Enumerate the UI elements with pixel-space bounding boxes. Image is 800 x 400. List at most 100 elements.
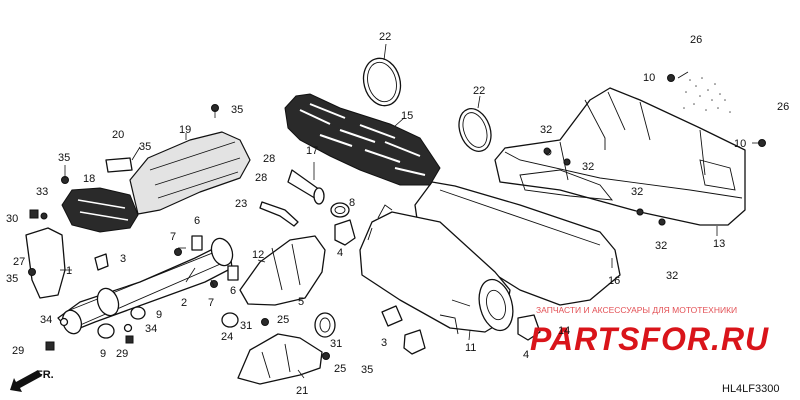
callout: 35 — [139, 141, 151, 153]
callout: 27 — [13, 256, 25, 268]
watermark-brand: PARTSFOR.RU — [530, 321, 769, 357]
part-20-stay — [105, 157, 133, 173]
callout: 24 — [221, 331, 233, 343]
part-6-spring-a — [191, 235, 203, 251]
callout: 6 — [230, 285, 236, 297]
part-8-gasket — [330, 202, 350, 218]
part-1-bracket — [25, 227, 66, 299]
callout: 14 — [558, 325, 570, 337]
part-21-lower-guard — [237, 333, 323, 385]
callout: 32 — [666, 270, 678, 282]
part-4-mount-a — [334, 219, 356, 246]
callout: 16 — [608, 275, 620, 287]
front-direction-arrow: FR. — [10, 369, 54, 392]
callout: 34 — [145, 323, 157, 335]
callout: 3 — [381, 337, 387, 349]
callout: 35 — [231, 104, 243, 116]
callout: 10 — [643, 72, 655, 84]
watermark-tagline: ЗАПЧАСТИ И АКСЕССУАРЫ ДЛЯ МОТОТЕХНИКИ — [536, 305, 737, 315]
part-7-bolt-a — [174, 248, 182, 256]
part-9-gasket-b — [97, 323, 115, 339]
part-3-rubber-b — [381, 305, 403, 327]
part-31-bolt-a — [261, 318, 269, 326]
callout: 5 — [298, 296, 304, 308]
part-4-mount-c — [517, 314, 541, 341]
callout: 33 — [36, 186, 48, 198]
callout: 31 — [240, 320, 252, 332]
front-arrow-label: FR. — [36, 369, 54, 381]
callout: 35 — [361, 364, 373, 376]
part-19-front-heatshield — [129, 131, 251, 215]
callout: 30 — [6, 213, 18, 225]
part-22-clamp-a — [362, 57, 402, 107]
callout: 35 — [6, 273, 18, 285]
part-9-gasket-a — [130, 306, 146, 320]
part-23-sensor — [259, 201, 299, 227]
part-10-bolt-a — [667, 74, 675, 82]
callout: 32 — [631, 186, 643, 198]
callout: 8 — [349, 197, 355, 209]
callout: 7 — [208, 297, 214, 309]
part-30-nut — [29, 209, 39, 219]
callout: 15 — [401, 110, 413, 122]
part-32-d — [658, 218, 666, 226]
small-parts — [28, 57, 766, 360]
part-4-mount-b — [403, 329, 426, 355]
callout: 25 — [277, 314, 289, 326]
callout: 10 — [734, 138, 746, 150]
stipple-shading — [683, 77, 731, 113]
part-6-spring-b — [227, 265, 239, 281]
part-5-gasket — [314, 312, 336, 338]
part-2-exhaust-pipe — [57, 237, 234, 335]
part-18-front-guard — [61, 187, 139, 233]
diagram-code: HL4LF3300 — [722, 383, 780, 395]
part-22-clamp-b — [458, 108, 492, 152]
callout: 32 — [655, 240, 667, 252]
callout: 28 — [263, 153, 275, 165]
part-32-b — [563, 158, 571, 166]
callout: 6 — [194, 215, 200, 227]
callout: 26 — [777, 101, 789, 113]
callout-numbers: 1 2 3 3 4 4 5 6 6 7 7 8 9 9 10 10 11 12 … — [6, 31, 789, 397]
callout: 3 — [120, 253, 126, 265]
callout: 29 — [116, 348, 128, 360]
part-33-washer — [40, 212, 48, 220]
callout: 22 — [473, 85, 485, 97]
callout: 9 — [100, 348, 106, 360]
part-32-a — [543, 147, 551, 155]
callout: 20 — [112, 129, 124, 141]
part-29-nut-a — [45, 341, 55, 351]
callout: 9 — [156, 309, 162, 321]
part-12-mid-guard — [239, 235, 326, 306]
part-13-rear-guard — [494, 87, 746, 226]
callout: 35 — [58, 152, 70, 164]
callout: 1 — [66, 265, 72, 277]
callout: 21 — [296, 385, 308, 397]
callout: 28 — [255, 172, 267, 184]
part-29-nut-b — [125, 335, 134, 344]
callout: 29 — [12, 345, 24, 357]
callout: 7 — [170, 231, 176, 243]
part-3-rubber-a — [94, 253, 109, 271]
part-11-muffler — [359, 204, 514, 335]
callout: 17 — [306, 145, 318, 157]
callout: 11 — [465, 342, 476, 354]
part-34-washer-b — [59, 317, 69, 327]
part-31-bolt-b — [322, 352, 330, 360]
part-15-center-heatshield — [284, 93, 441, 186]
callout: 22 — [379, 31, 391, 43]
callout: 32 — [540, 124, 552, 136]
callout: 4 — [523, 349, 529, 361]
leader-lines — [60, 43, 760, 379]
callout: 25 — [334, 363, 346, 375]
part-32-c — [636, 208, 644, 216]
callout: 32 — [582, 161, 594, 173]
callout: 31 — [330, 338, 342, 350]
part-34-washer-a — [123, 323, 133, 333]
callout: 23 — [235, 198, 247, 210]
callout: 12 — [252, 249, 264, 261]
callout: 26 — [690, 34, 702, 46]
part-24-gasket — [221, 312, 239, 328]
